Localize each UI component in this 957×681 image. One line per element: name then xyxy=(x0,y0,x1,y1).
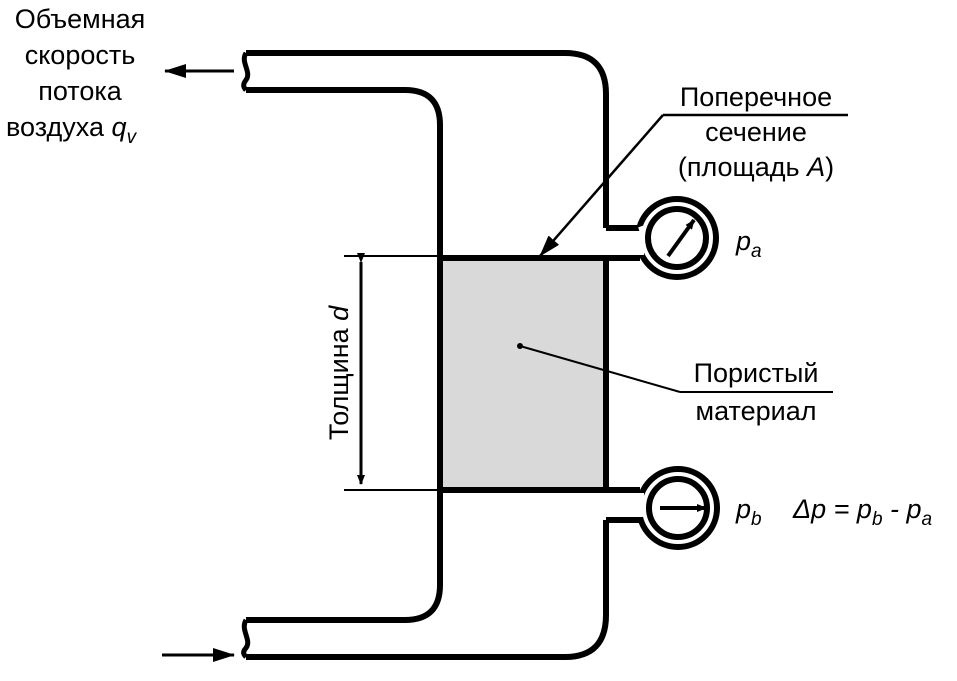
thickness-label: Толщина d xyxy=(324,305,354,440)
porous-material-label-line1: Пористый xyxy=(694,358,819,388)
pipe-inner-wall xyxy=(246,87,443,623)
porous-specimen xyxy=(437,255,609,493)
gauge-b-pressure-gauge-icon xyxy=(604,466,720,550)
pressure-b-label: pb xyxy=(735,494,762,530)
cross-section-label-line1: Поперечное xyxy=(680,82,832,112)
porous-leader xyxy=(519,345,681,393)
pipe-break-bottom xyxy=(241,618,251,659)
flow-rate-label-line1: Объемная xyxy=(15,4,146,34)
cross-section-label-line2: сечение xyxy=(705,117,807,147)
flow-rate-label-line3: потока xyxy=(38,76,123,106)
delta-p-formula: Δp = pb - pa xyxy=(792,494,932,530)
flow-rate-label-line4: воздуха qv xyxy=(6,112,138,148)
gauge-a-pressure-gauge-icon xyxy=(604,196,719,280)
pipe-break-top xyxy=(241,51,251,92)
pressure-a-label: pa xyxy=(735,226,762,262)
cross-section-leader xyxy=(539,114,664,257)
cross-section-label-line3: (площадь A) xyxy=(678,152,834,182)
pipe-outer-wall xyxy=(246,50,609,660)
flow-rate-label-line2: скорость xyxy=(25,40,136,70)
porous-material-label-line2: материал xyxy=(696,396,817,426)
